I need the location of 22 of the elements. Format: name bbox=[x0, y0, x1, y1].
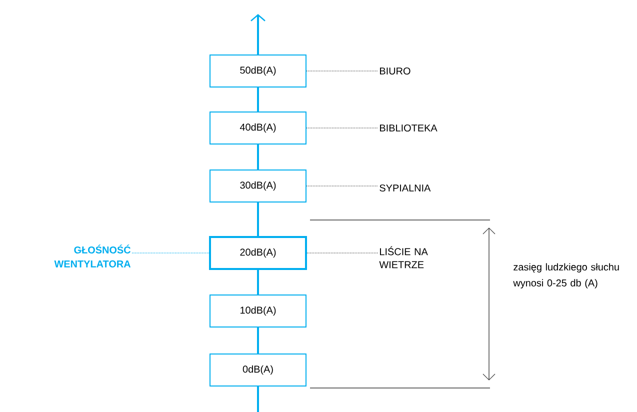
level-box: 10dB(A) bbox=[210, 294, 306, 328]
level-box: 20dB(A) bbox=[209, 236, 307, 270]
level-example: BIBLIOTEKA bbox=[380, 124, 438, 132]
level-box: 40dB(A) bbox=[210, 112, 306, 144]
axis-line bbox=[257, 144, 259, 170]
level-box: 50dB(A) bbox=[210, 54, 306, 88]
leader-line bbox=[306, 70, 378, 72]
fan-loudness-label: GŁOŚNOŚĆ WENTYLATORA bbox=[54, 244, 131, 268]
axis-line bbox=[257, 328, 259, 354]
leader-line bbox=[306, 252, 378, 254]
level-example: LIŚCIE NA WIETRZE bbox=[379, 246, 428, 268]
level-example: SYPIALNIA bbox=[380, 184, 431, 192]
axis-line bbox=[257, 202, 259, 236]
axis-line bbox=[257, 270, 259, 294]
leader-line bbox=[132, 252, 210, 254]
axis-line bbox=[257, 386, 259, 412]
level-box: 30dB(A) bbox=[210, 170, 306, 202]
axis-arrow bbox=[250, 14, 266, 54]
axis-line bbox=[257, 88, 259, 112]
level-box: 0dB(A) bbox=[210, 354, 306, 386]
level-example: BIURO bbox=[380, 67, 410, 75]
range-note: zasięg ludzkiego słuchu wynosi 0-25 db (A) bbox=[513, 263, 619, 288]
